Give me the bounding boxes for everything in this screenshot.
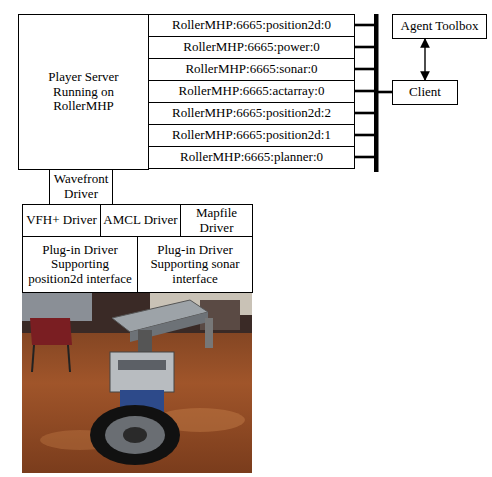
box-label: VFH+ Driver xyxy=(24,213,99,228)
box-label: RollerMHP:6665:power:0 xyxy=(181,40,322,55)
component-box: Client xyxy=(392,80,458,105)
bus-taps xyxy=(355,25,392,157)
component-box: Wavefront Driver xyxy=(49,169,113,205)
component-box: Plug-in Driver Supporting position2d int… xyxy=(22,236,138,293)
box-label: AMCL Driver xyxy=(101,213,179,228)
box-label: RollerMHP:6665:position2d:1 xyxy=(170,128,333,143)
component-box: RollerMHP:6665:actarray:0 xyxy=(148,80,355,103)
component-box: RollerMHP:6665:planner:0 xyxy=(148,146,355,169)
box-label: Player Server Running on RollerMHP xyxy=(26,70,142,114)
component-box: Plug-in Driver Supporting sonar interfac… xyxy=(137,236,253,293)
bus-line xyxy=(374,14,379,172)
component-box: VFH+ Driver xyxy=(22,204,101,237)
component-box: Agent Toolbox xyxy=(392,14,487,39)
box-label: Plug-in Driver Supporting position2d int… xyxy=(23,243,137,287)
box-label: Plug-in Driver Supporting sonar interfac… xyxy=(138,243,252,287)
box-label: RollerMHP:6665:sonar:0 xyxy=(183,62,319,77)
box-label: Wavefront Driver xyxy=(50,172,112,201)
box-label: Mapfile Driver xyxy=(181,206,252,235)
component-box: RollerMHP:6665:power:0 xyxy=(148,36,355,59)
component-box: AMCL Driver xyxy=(100,204,181,237)
component-box: RollerMHP:6665:position2d:1 xyxy=(148,124,355,147)
box-label: RollerMHP:6665:position2d:2 xyxy=(170,106,333,121)
connector-arrow xyxy=(424,39,425,80)
component-box: RollerMHP:6665:sonar:0 xyxy=(148,58,355,81)
robot-photo xyxy=(22,293,252,473)
component-box: Player Server Running on RollerMHP xyxy=(18,14,149,170)
box-label: RollerMHP:6665:actarray:0 xyxy=(177,84,327,99)
component-box: RollerMHP:6665:position2d:2 xyxy=(148,102,355,125)
component-box: Mapfile Driver xyxy=(180,204,253,237)
component-box: RollerMHP:6665:position2d:0 xyxy=(148,14,355,37)
box-label: Client xyxy=(407,85,443,100)
box-label: RollerMHP:6665:position2d:0 xyxy=(170,18,333,33)
box-label: Agent Toolbox xyxy=(399,19,481,34)
box-label: RollerMHP:6665:planner:0 xyxy=(178,150,325,165)
